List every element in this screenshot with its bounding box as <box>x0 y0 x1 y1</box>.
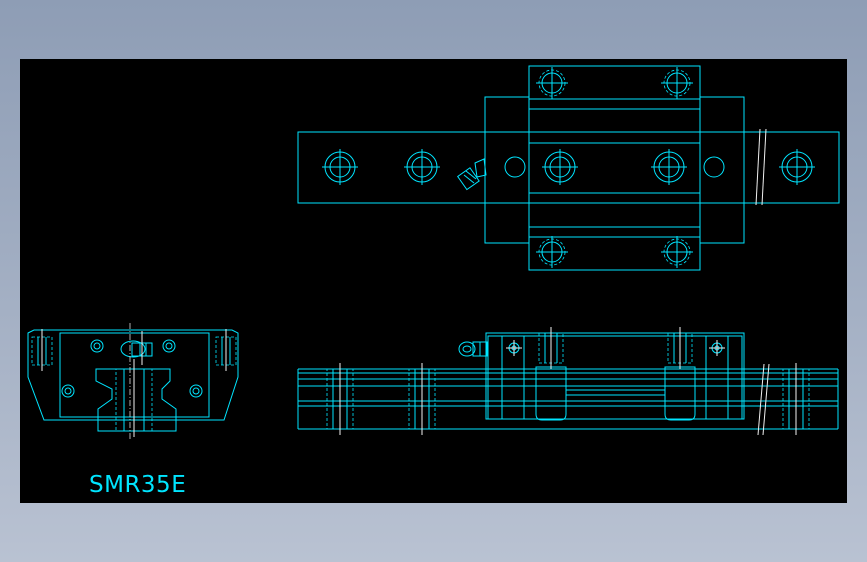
rail-side-holes <box>326 363 810 435</box>
grease-nipple-front-icon <box>120 331 153 365</box>
rail-hole-4 <box>651 149 687 185</box>
seal-hole-right <box>703 156 725 178</box>
block-tap-hole-2 <box>661 67 693 99</box>
break-line-top-1 <box>755 128 761 206</box>
drawing-canvas[interactable]: SMR35E <box>20 59 847 503</box>
cad-drawing <box>27 65 840 439</box>
block-tap-hole-1 <box>536 67 568 99</box>
rail-hole-2 <box>404 149 440 185</box>
break-line-top-2 <box>761 128 767 206</box>
rail-hole-1 <box>322 149 358 185</box>
rail-top-outline <box>297 131 840 204</box>
grease-nipple-top-icon <box>456 158 487 191</box>
end-seal-left <box>484 96 530 244</box>
rail-hole-5 <box>779 149 815 185</box>
end-seal-right <box>699 96 745 244</box>
rail-hole-3 <box>542 149 578 185</box>
rail-profile <box>95 368 177 432</box>
front-side-holes <box>31 329 237 371</box>
side-view <box>297 327 839 436</box>
front-view <box>27 323 239 439</box>
seal-hole-left <box>504 156 526 178</box>
grease-nipple-side-icon <box>458 341 488 357</box>
top-view <box>297 65 840 271</box>
block-tap-hole-3 <box>536 236 568 268</box>
block-end-outline <box>27 329 239 421</box>
block-tap-hole-4 <box>661 236 693 268</box>
carriage-block <box>528 65 701 271</box>
part-label: SMR35E <box>89 472 187 498</box>
